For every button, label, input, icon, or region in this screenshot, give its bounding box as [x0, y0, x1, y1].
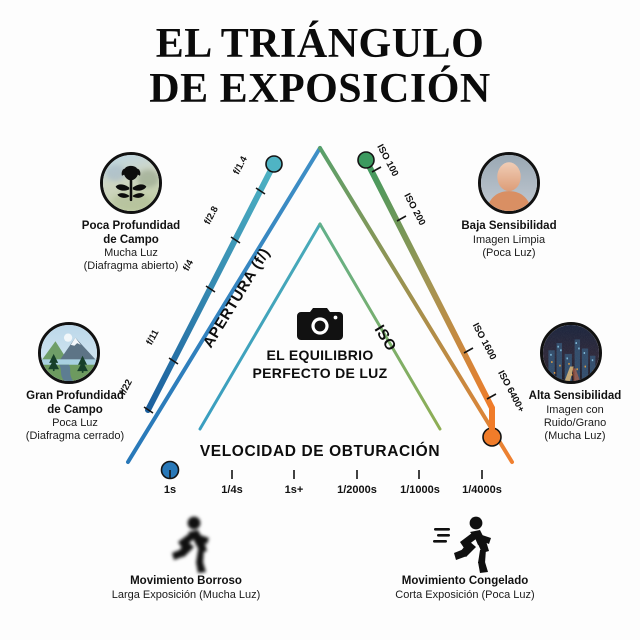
inner-triangle [198, 222, 442, 431]
deep-depth-sub-1: Poca Luz [52, 417, 98, 430]
shallow-depth-sub-2: (Diafragma abierto) [83, 260, 179, 273]
iso-scale-bar [357, 151, 502, 447]
night-cityscape-icon [540, 322, 602, 384]
portrait-silhouette-icon [478, 152, 540, 214]
deep-depth-caption: Gran Profundidad de Campo Poca Luz (Diaf… [0, 390, 150, 443]
camera-icon [297, 308, 343, 340]
high-iso-headline-1: Alta Sensibilidad [528, 390, 622, 402]
shallow-depth-headline-1: Poca Profundidad [81, 220, 181, 232]
low-iso-sub-1: Imagen Limpia [472, 233, 546, 246]
motion-frozen-caption: Movimiento Congelado Corta Exposición (P… [370, 575, 560, 602]
title-line-2: DE EXPOSICIÓN [149, 65, 491, 112]
tulip-flower-icon [100, 152, 162, 214]
shutter-tick-1000: 1/1000s [400, 484, 440, 496]
motion-frozen-sub-1: Corta Exposición (Poca Luz) [395, 588, 535, 601]
motion-frozen-headline-1: Movimiento Congelado [401, 575, 529, 587]
shallow-depth-sub-1: Mucha Luz [104, 247, 158, 260]
shallow-depth-caption: Poca Profundidad de Campo Mucha Luz (Dia… [41, 220, 221, 273]
high-iso-sub-1: Imagen con [546, 403, 604, 416]
shutter-tick-1splus: 1s+ [284, 484, 304, 496]
shutter-tick-4000: 1/4000s [462, 484, 502, 496]
center-balance-block: EL EQUILIBRIO PERFECTO DE LUZ [200, 306, 440, 382]
shallow-depth-headline-2: de Campo [103, 233, 159, 246]
shutter-tick-quarter: 1/4s [221, 484, 243, 496]
high-iso-caption: Alta Sensibilidad Imagen con Ruido/Grano… [510, 390, 640, 442]
motion-blur-headline-1: Movimiento Borroso [130, 575, 242, 587]
low-iso-caption: Baja Sensibilidad Imagen Limpia (Poca Lu… [438, 220, 580, 260]
mountain-landscape-icon [38, 322, 100, 384]
shutter-edge-title: VELOCIDAD DE OBTURACIÓN [199, 443, 441, 460]
high-iso-sub-2: Ruido/Grano [543, 416, 607, 429]
high-iso-sub-3: (Mucha Luz) [544, 429, 606, 442]
deep-depth-headline-2: de Campo [47, 403, 103, 416]
deep-depth-sub-2: (Diafragma cerrado) [25, 430, 125, 443]
running-person-blurred-icon [152, 514, 216, 574]
motion-blur-sub-1: Larga Exposición (Mucha Luz) [111, 588, 261, 601]
low-iso-headline-1: Baja Sensibilidad [461, 220, 557, 232]
shutter-tick-2000: 1/2000s [337, 484, 377, 496]
title-line-1: EL TRIÁNGULO [155, 21, 485, 67]
motion-blur-caption: Movimiento Borroso Larga Exposición (Muc… [96, 575, 276, 602]
center-line-1: EL EQUILIBRIO [266, 347, 374, 363]
page-title: EL TRIÁNGULO DE EXPOSICIÓN [0, 22, 640, 111]
aperture-scale-bar [143, 155, 283, 414]
outer-triangle [126, 146, 514, 464]
running-person-sharp-icon [432, 514, 496, 574]
deep-depth-headline-1: Gran Profundidad [26, 390, 124, 402]
low-iso-sub-2: (Poca Luz) [482, 246, 536, 259]
center-line-2: PERFECTO DE LUZ [252, 364, 388, 381]
shutter-scale-bar [160, 460, 485, 480]
shutter-tick-1s: 1s [163, 484, 177, 496]
